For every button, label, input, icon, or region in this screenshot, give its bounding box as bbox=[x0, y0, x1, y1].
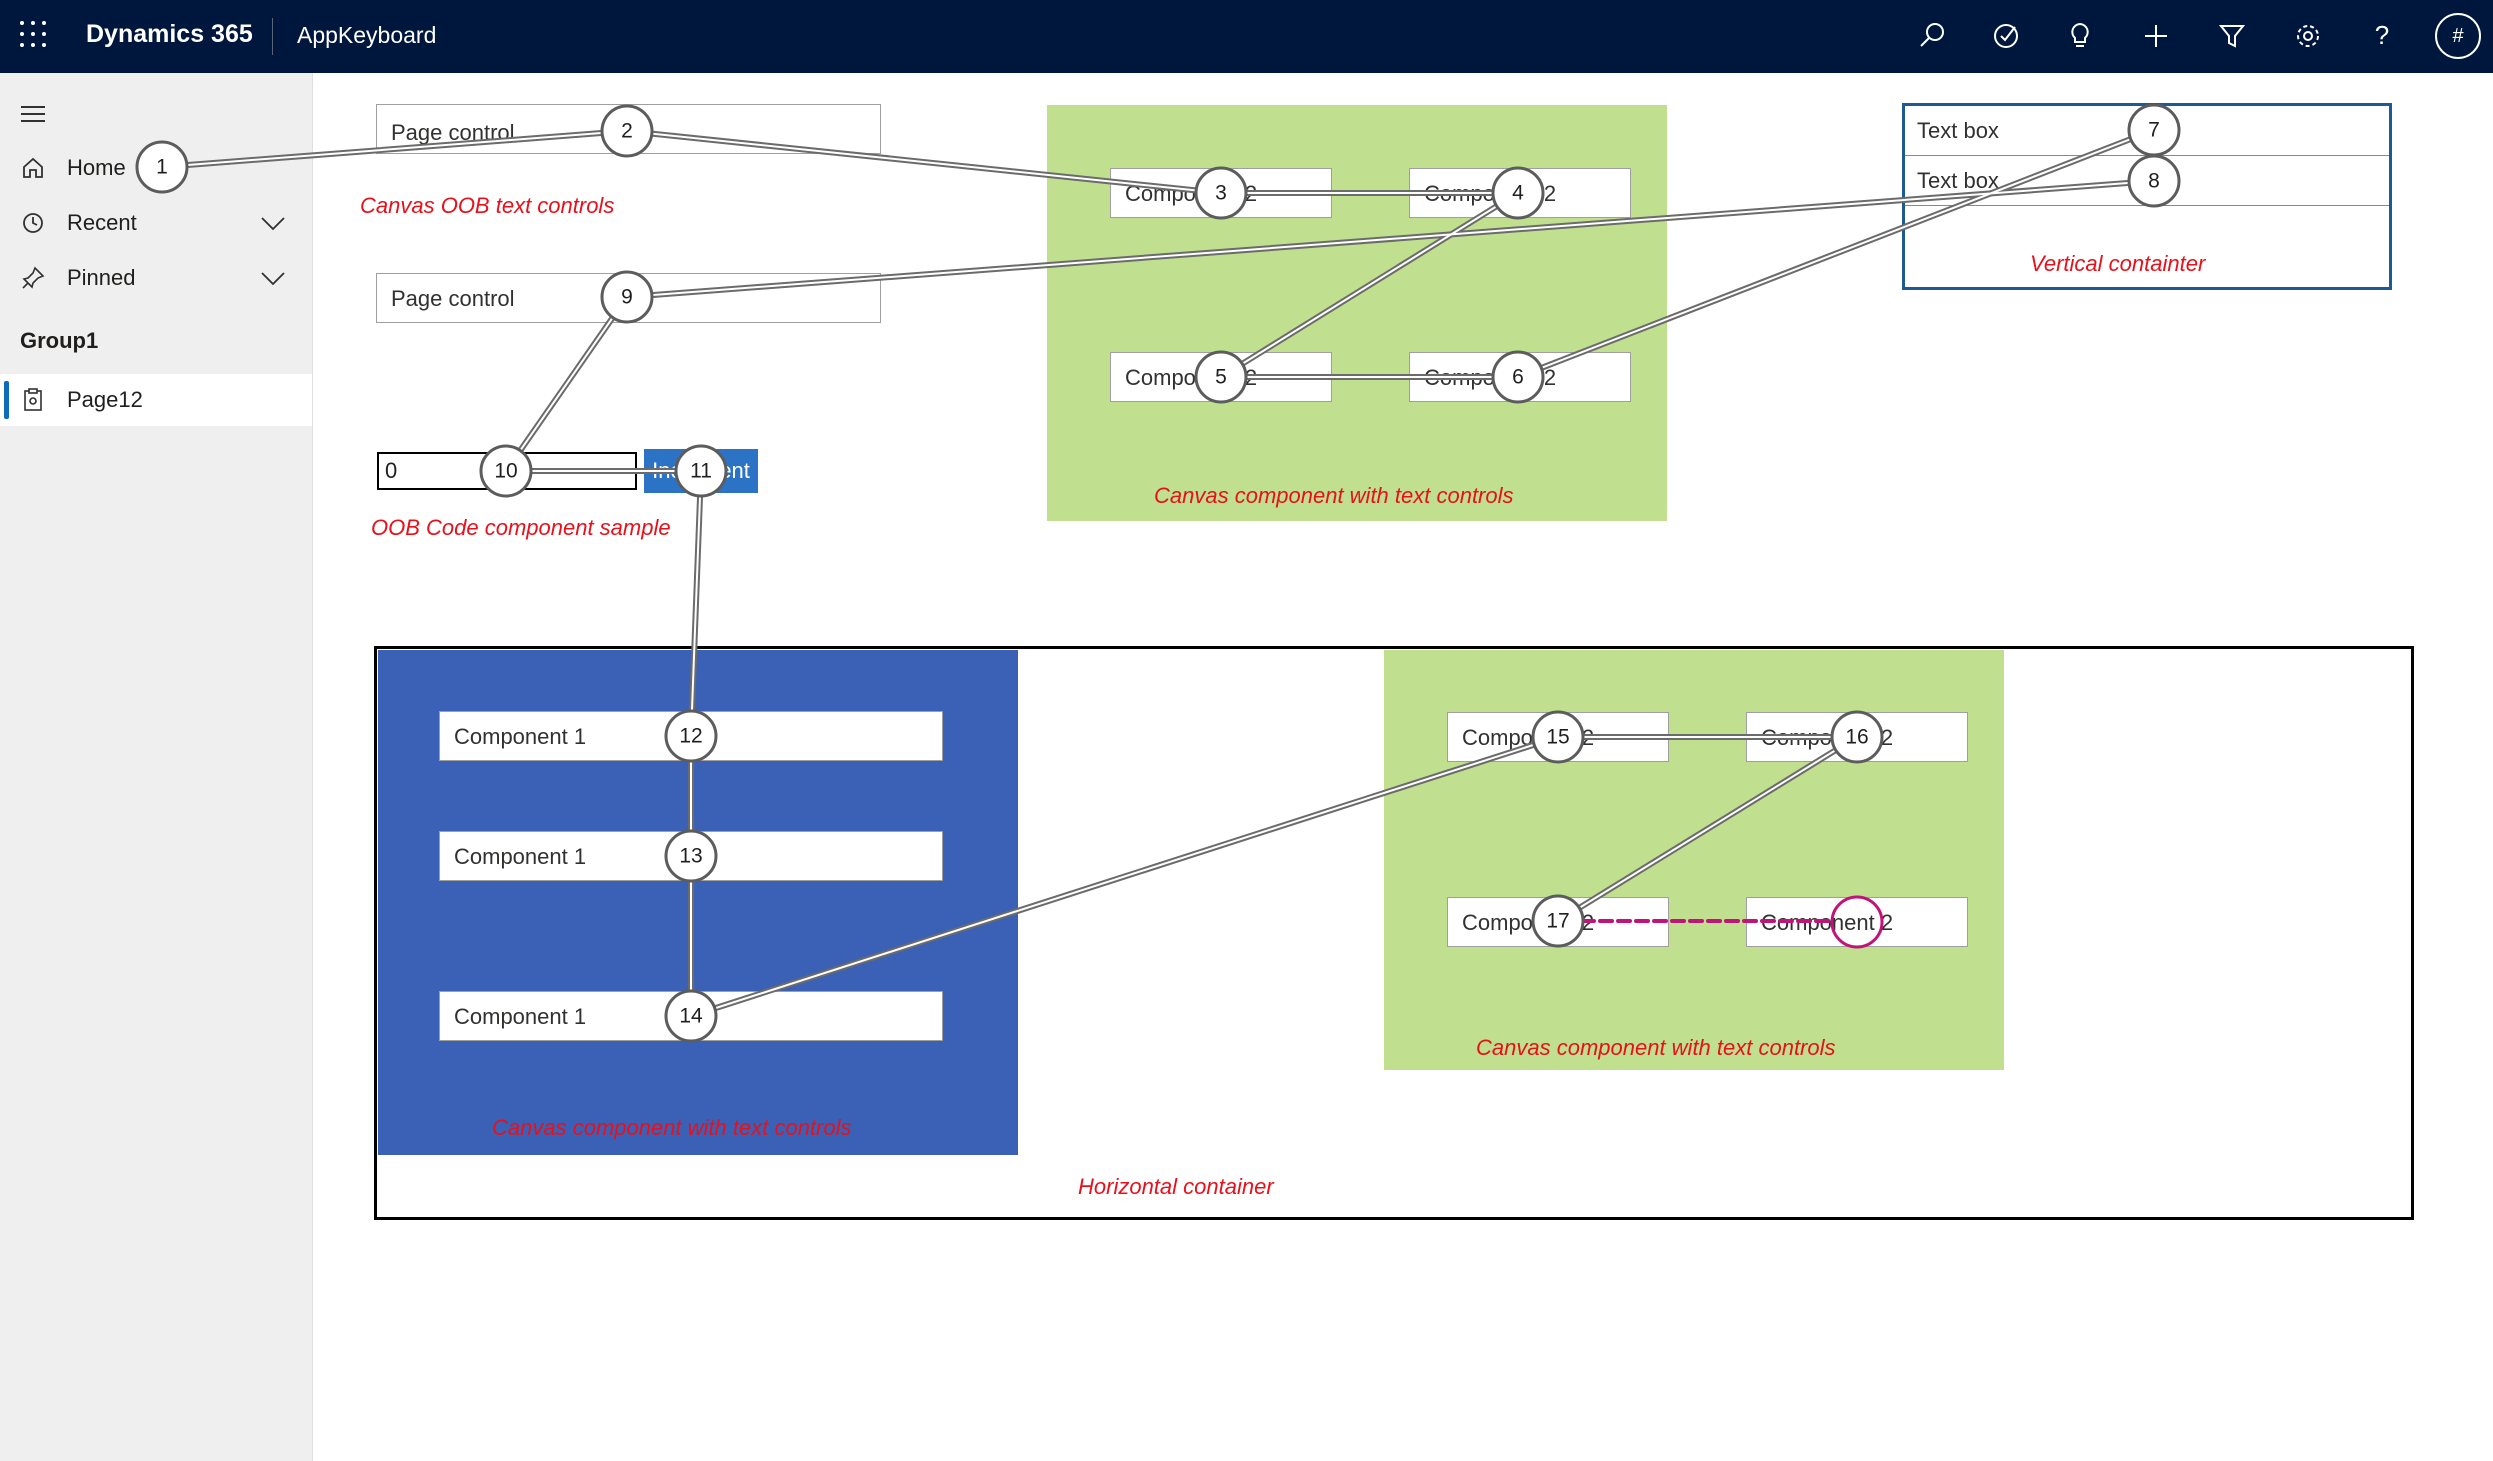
search-icon[interactable] bbox=[1910, 14, 1954, 58]
sidebar-item-pinned[interactable]: Pinned bbox=[0, 252, 312, 304]
badge-5: 5 bbox=[1194, 350, 1248, 404]
brand-title[interactable]: Dynamics 365 bbox=[86, 20, 253, 48]
add-icon[interactable] bbox=[2134, 14, 2178, 58]
chevron-down-icon[interactable] bbox=[260, 211, 286, 235]
chevron-down-icon[interactable] bbox=[260, 266, 286, 290]
svg-text:6: 6 bbox=[1512, 366, 1524, 389]
svg-text:?: ? bbox=[2375, 20, 2389, 50]
svg-text:8: 8 bbox=[2148, 170, 2160, 193]
sidebar: Home Recent Pinned Group1 Page12 bbox=[0, 73, 313, 1461]
sidebar-item-label: Pinned bbox=[67, 265, 136, 290]
svg-text:4: 4 bbox=[1512, 182, 1524, 205]
badge-8: 8 bbox=[2127, 154, 2181, 208]
lightbulb-icon[interactable] bbox=[2058, 14, 2102, 58]
text-box-1[interactable]: Text box bbox=[1917, 118, 1999, 143]
badge-1: 1 bbox=[135, 140, 189, 194]
badge-15: 15 bbox=[1531, 710, 1585, 764]
caption-vertical-container: Vertical containter bbox=[2030, 251, 2206, 276]
sidebar-item-home[interactable]: Home bbox=[0, 142, 312, 194]
svg-text:14: 14 bbox=[679, 1005, 703, 1028]
caption-oob-code: OOB Code component sample bbox=[371, 515, 671, 540]
top-bar: Dynamics 365 AppKeyboard ? # bbox=[0, 0, 2493, 73]
svg-text:2: 2 bbox=[621, 120, 633, 143]
badge-10: 10 bbox=[479, 444, 533, 498]
caption-canvas-component-top: Canvas component with text controls bbox=[1154, 483, 1514, 508]
page-icon bbox=[20, 387, 46, 413]
svg-text:11: 11 bbox=[690, 460, 712, 483]
horizontal-container bbox=[374, 646, 2414, 1220]
sidebar-item-label: Page12 bbox=[67, 387, 143, 412]
svg-text:12: 12 bbox=[679, 725, 702, 748]
divider bbox=[272, 18, 273, 55]
svg-text:5: 5 bbox=[1215, 366, 1227, 389]
svg-text:1: 1 bbox=[156, 156, 168, 179]
badge-4: 4 bbox=[1491, 166, 1545, 220]
filter-icon[interactable] bbox=[2210, 14, 2254, 58]
app-launcher-icon[interactable] bbox=[20, 21, 50, 51]
sidebar-item-label: Home bbox=[67, 155, 126, 180]
sidebar-item-recent[interactable]: Recent bbox=[0, 197, 312, 249]
svg-text:16: 16 bbox=[1845, 726, 1868, 749]
badge-3: 3 bbox=[1194, 166, 1248, 220]
svg-text:13: 13 bbox=[679, 845, 702, 868]
badge-12: 12 bbox=[664, 709, 718, 763]
caption-canvas-component-bottom: Canvas component with text controls bbox=[1476, 1035, 1836, 1060]
avatar[interactable]: # bbox=[2435, 13, 2481, 59]
badge-6: 6 bbox=[1491, 350, 1545, 404]
caption-oob-text: Canvas OOB text controls bbox=[360, 193, 615, 218]
pin-icon bbox=[20, 265, 46, 291]
hamburger-menu-icon[interactable] bbox=[18, 99, 48, 129]
clock-icon bbox=[20, 210, 46, 236]
app-name[interactable]: AppKeyboard bbox=[297, 22, 437, 48]
caption-canvas-component-blue: Canvas component with text controls bbox=[492, 1115, 852, 1140]
group-title: Group1 bbox=[20, 328, 99, 353]
badge-17: 17 bbox=[1531, 894, 1585, 948]
svg-text:17: 17 bbox=[1546, 910, 1569, 933]
caption-horizontal-container: Horizontal container bbox=[1078, 1174, 1274, 1199]
badge-9: 9 bbox=[600, 270, 654, 324]
badge-7: 7 bbox=[2127, 103, 2181, 157]
svg-text:3: 3 bbox=[1215, 182, 1227, 205]
sidebar-item-label: Recent bbox=[67, 210, 137, 235]
settings-icon[interactable] bbox=[2286, 14, 2330, 58]
svg-text:15: 15 bbox=[1546, 726, 1569, 749]
home-icon bbox=[20, 155, 46, 181]
badge-11: 11 bbox=[674, 444, 728, 498]
help-icon[interactable]: ? bbox=[2360, 14, 2404, 58]
svg-text:10: 10 bbox=[494, 460, 517, 483]
sidebar-item-page12[interactable]: Page12 bbox=[0, 374, 312, 426]
badge-14: 14 bbox=[664, 989, 718, 1043]
badge-2: 2 bbox=[600, 104, 654, 158]
svg-text:9: 9 bbox=[621, 286, 633, 309]
badge-16: 16 bbox=[1830, 710, 1884, 764]
svg-text:7: 7 bbox=[2148, 119, 2160, 142]
badge-13: 13 bbox=[664, 829, 718, 883]
task-icon[interactable] bbox=[1984, 14, 2028, 58]
selection-indicator bbox=[4, 381, 9, 419]
text-box-2[interactable]: Text box bbox=[1917, 168, 1999, 193]
